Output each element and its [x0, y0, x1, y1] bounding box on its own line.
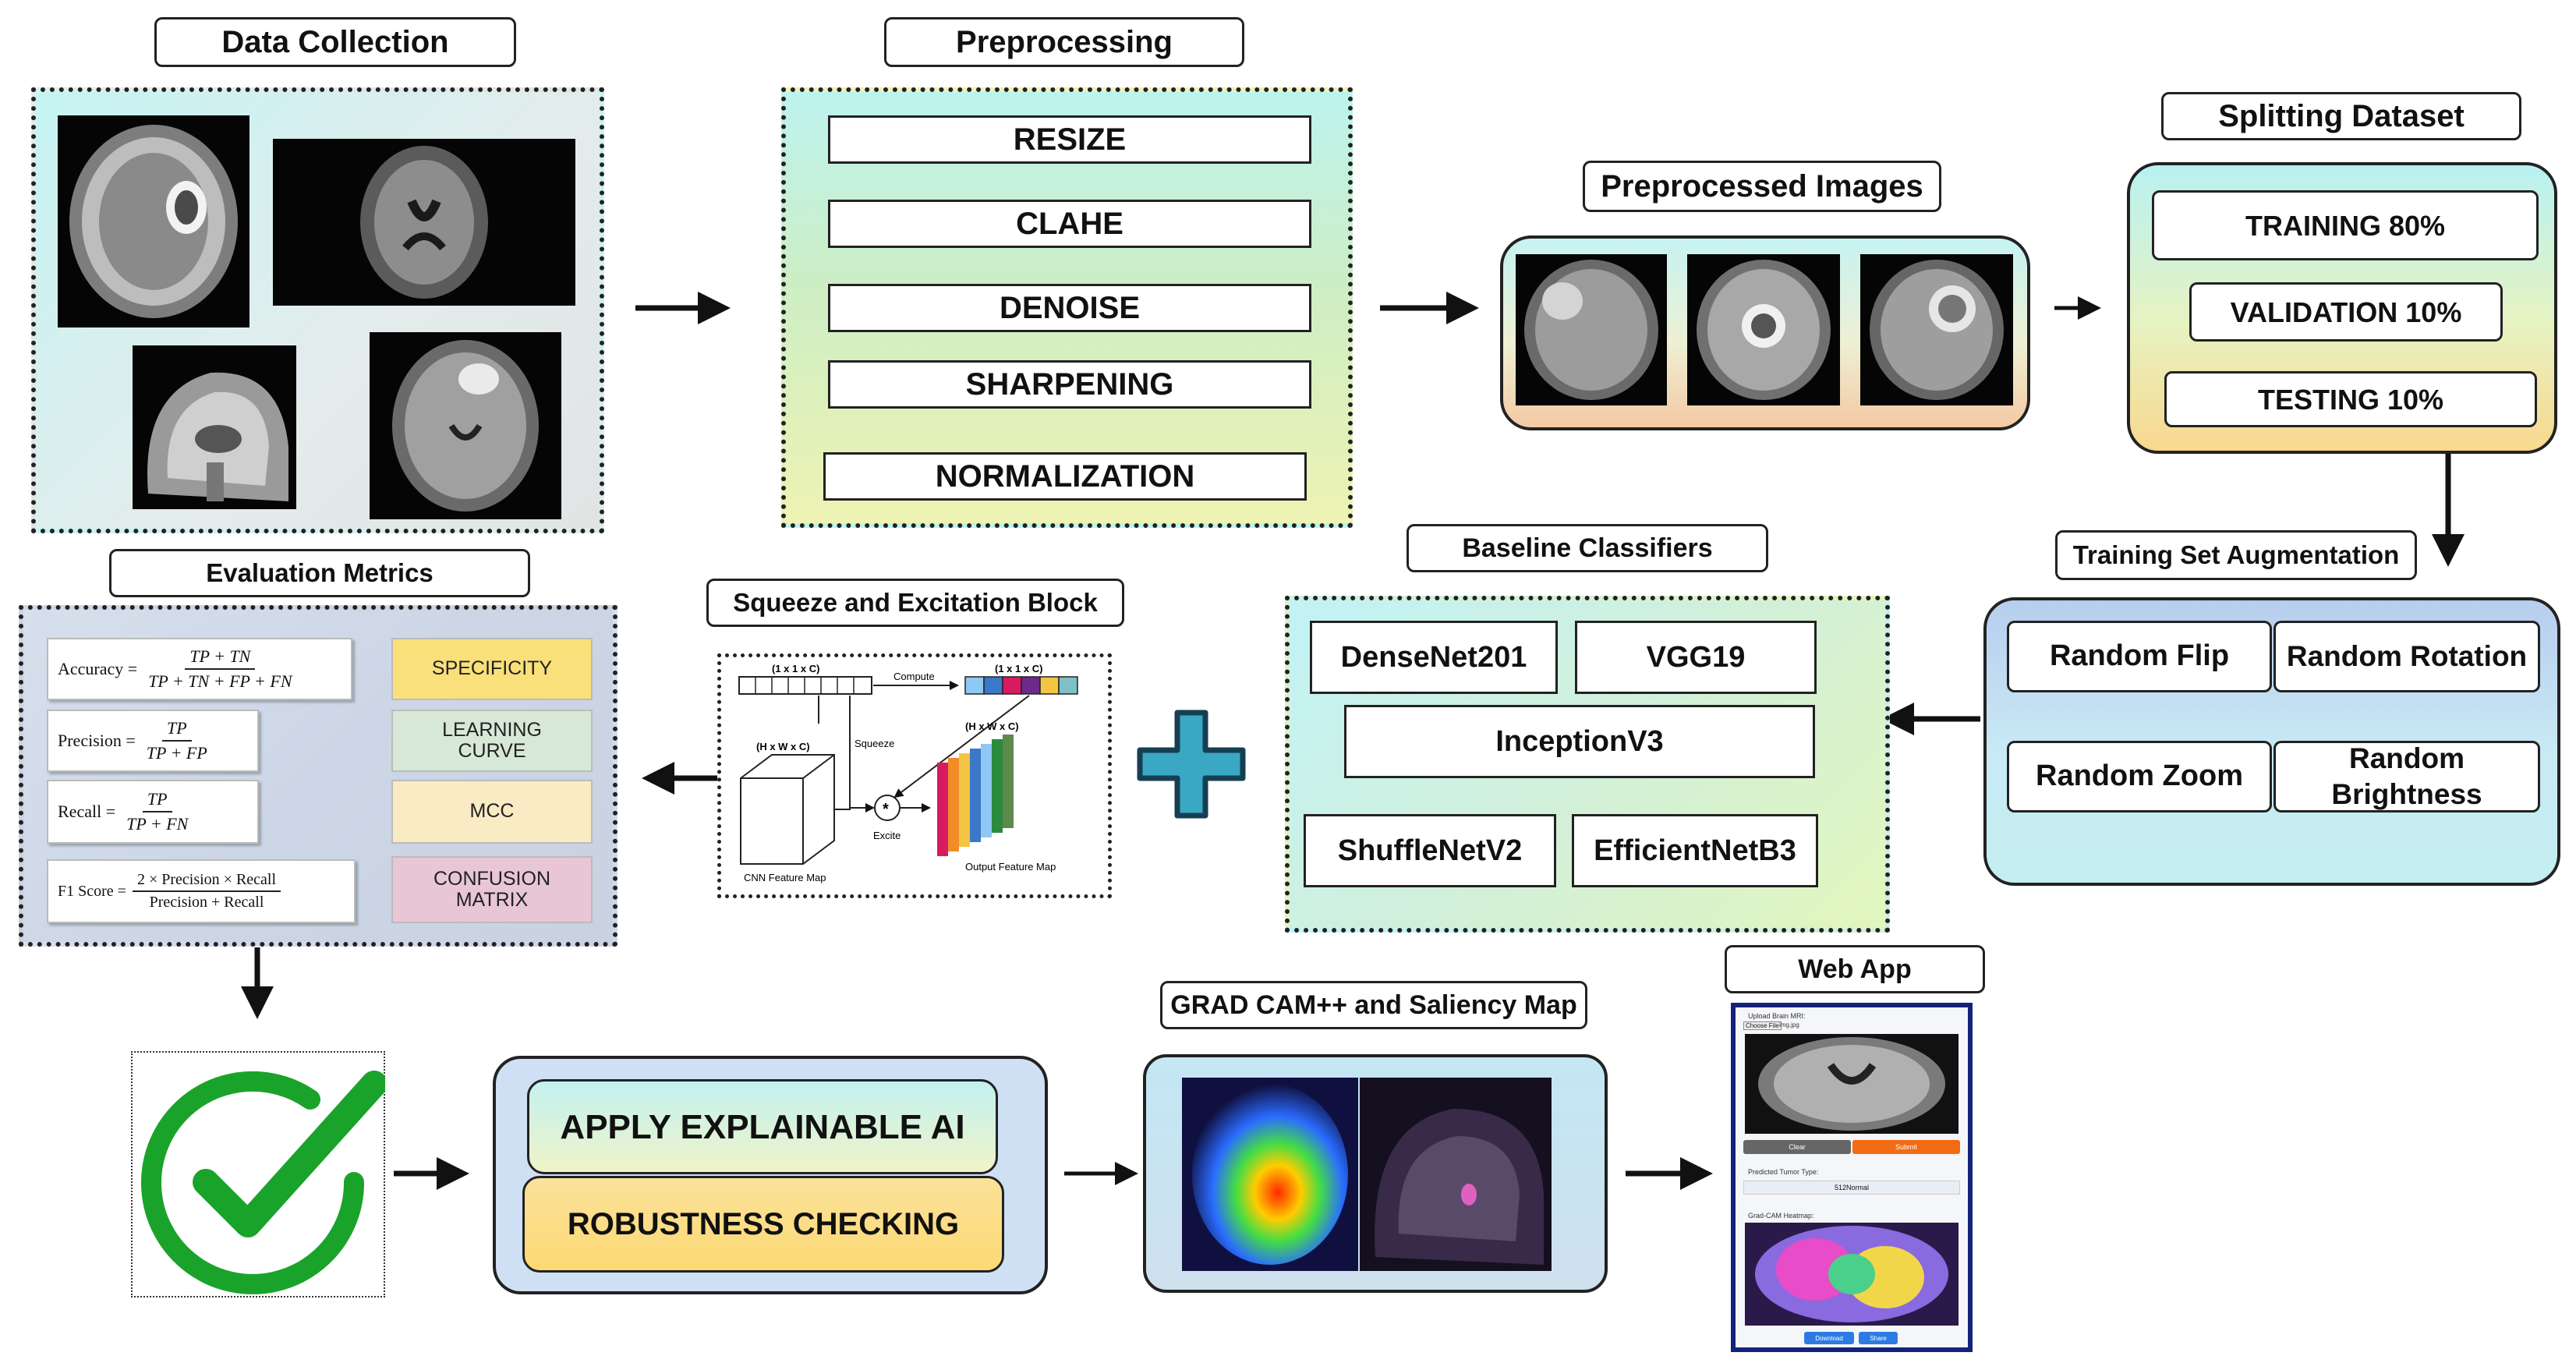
webapp-submit-button[interactable]: Submit	[1852, 1140, 1960, 1154]
preprocessed-image-2	[1687, 254, 1840, 405]
webapp-heatmap-label: Grad-CAM Heatmap:	[1748, 1212, 1814, 1220]
split-validation: VALIDATION 10%	[2189, 282, 2503, 342]
model-inceptionv3: InceptionV3	[1344, 705, 1815, 778]
splitting-title: Splitting Dataset	[2161, 92, 2521, 140]
se-block-diagram: (1 x 1 x C) (1 x 1 x C) Compute Squeeze …	[738, 663, 1078, 883]
webapp-file-name: img.jpg	[1779, 1021, 1799, 1028]
baseline-title: Baseline Classifiers	[1407, 524, 1768, 572]
webapp-window: Upload Brain MRI: Choose File img.jpg Cl…	[1731, 1003, 1973, 1352]
se-label-compute: Compute	[893, 671, 935, 682]
formula-f1-den: Precision + Recall	[149, 894, 264, 911]
metric-specificity: SPECIFICITY	[391, 638, 593, 700]
mri-image-axial-lesion	[370, 332, 561, 519]
mri-image-sagittal	[133, 345, 296, 509]
se-squeezed-vector	[738, 676, 872, 695]
se-output-feature-cube	[937, 735, 1014, 856]
checkmark-frame	[131, 1051, 385, 1298]
model-shufflenetv2: ShuffleNetV2	[1304, 814, 1556, 887]
aug-random-rotation: Random Rotation	[2273, 621, 2540, 692]
se-label-dims-left: (1 x 1 x C)	[772, 663, 819, 674]
step-normalization: NORMALIZATION	[823, 452, 1307, 501]
aug-random-zoom: Random Zoom	[2007, 741, 2272, 812]
mri-image-axial-flair	[273, 139, 575, 306]
webapp-heatmap-image	[1745, 1223, 1959, 1326]
plus-icon	[1137, 710, 1246, 819]
preprocessed-title: Preprocessed Images	[1583, 161, 1941, 212]
webapp-predicted-label: Predicted Tumor Type:	[1748, 1168, 1819, 1176]
webapp-share-button[interactable]: Share	[1859, 1332, 1898, 1344]
formula-accuracy-num: TP + TN	[185, 646, 256, 670]
step-denoise: DENOISE	[828, 284, 1311, 332]
se-label-excite: Excite	[873, 830, 901, 841]
gradcam-title: GRAD CAM++ and Saliency Map	[1160, 981, 1587, 1029]
split-testing: TESTING 10%	[2164, 371, 2537, 427]
mri-image-axial-tumor	[58, 115, 249, 327]
step-clahe: CLAHE	[828, 200, 1311, 248]
augmentation-title: Training Set Augmentation	[2055, 530, 2417, 580]
metric-confusion-matrix: CONFUSION MATRIX	[391, 856, 593, 923]
xai-apply: APPLY EXPLAINABLE AI	[527, 1079, 998, 1174]
model-efficientnetb3: EfficientNetB3	[1572, 814, 1818, 887]
webapp-download-button[interactable]: Download	[1804, 1332, 1854, 1344]
webapp-preview-image	[1745, 1034, 1959, 1134]
webapp-choose-file-button[interactable]: Choose File	[1743, 1021, 1782, 1030]
se-label-output-map: Output Feature Map	[965, 861, 1056, 873]
aug-random-flip: Random Flip	[2007, 621, 2272, 692]
se-block-title: Squeeze and Excitation Block	[706, 579, 1124, 627]
model-vgg19: VGG19	[1575, 621, 1817, 694]
formula-f1-num: 2 × Precision × Recall	[132, 871, 281, 892]
webapp-clear-button[interactable]: Clear	[1743, 1140, 1851, 1154]
formula-recall-num: TP	[142, 789, 172, 812]
se-label-dims-right: (1 x 1 x C)	[995, 663, 1042, 674]
se-label-hwc-left: (H x W x C)	[756, 741, 810, 752]
se-cnn-feature-cube	[740, 754, 835, 865]
se-excited-vector	[964, 676, 1078, 695]
checkmark-icon	[141, 1071, 385, 1294]
se-label-cnn-map: CNN Feature Map	[744, 872, 826, 883]
step-resize: RESIZE	[828, 115, 1311, 164]
formula-precision-num: TP	[161, 718, 192, 742]
formula-recall-den: TP + FN	[126, 814, 189, 834]
preprocessed-image-1	[1516, 254, 1667, 405]
se-label-squeeze: Squeeze	[855, 738, 894, 749]
aug-random-brightness: Random Brightness	[2273, 741, 2540, 812]
se-label-hwc-right: (H x W x C)	[965, 720, 1019, 732]
se-label-multiply: *	[883, 801, 889, 818]
gradcam-heatmap-image	[1182, 1078, 1358, 1271]
formula-recall-lhs: Recall =	[58, 802, 116, 821]
webapp-upload-label: Upload Brain MRI:	[1748, 1012, 1806, 1020]
formula-precision-den: TP + FP	[146, 743, 207, 763]
preprocessed-image-3	[1860, 254, 2013, 405]
evaluation-title: Evaluation Metrics	[109, 549, 530, 597]
step-sharpening: SHARPENING	[828, 360, 1311, 409]
preprocessing-title: Preprocessing	[884, 17, 1244, 67]
model-densenet201: DenseNet201	[1310, 621, 1558, 694]
data-collection-title: Data Collection	[154, 17, 516, 67]
formula-accuracy-lhs: Accuracy =	[58, 659, 138, 678]
formula-accuracy-den: TP + TN + FP + FN	[148, 671, 292, 691]
xai-robustness: ROBUSTNESS CHECKING	[522, 1176, 1004, 1273]
split-training: TRAINING 80%	[2152, 190, 2539, 260]
formula-f1-lhs: F1 Score =	[58, 882, 126, 900]
metric-mcc: MCC	[391, 780, 593, 844]
webapp-title: Web App	[1725, 945, 1985, 993]
webapp-prediction-value: 512Normal	[1743, 1181, 1960, 1195]
metric-learning-curve: LEARNING CURVE	[391, 710, 593, 772]
formula-precision-lhs: Precision =	[58, 731, 136, 750]
saliency-map-image	[1360, 1078, 1552, 1271]
